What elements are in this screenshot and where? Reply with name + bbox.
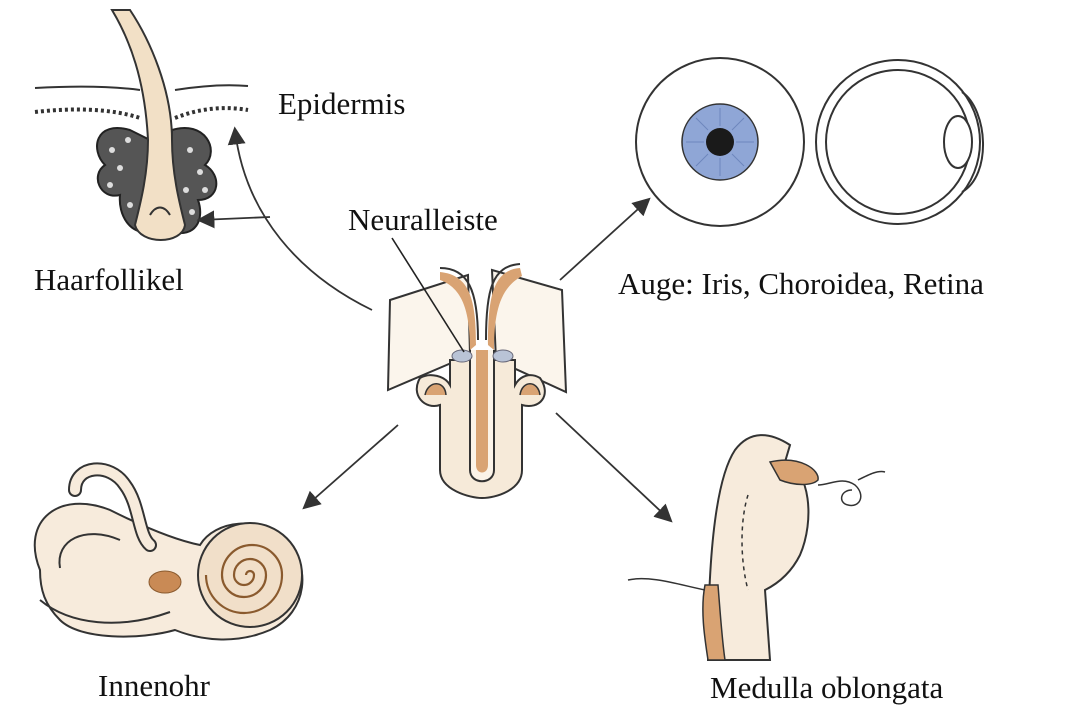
- label-neuralleiste: Neuralleiste: [348, 204, 498, 235]
- eye-illustration: [636, 58, 983, 226]
- hair-follicle-illustration: [35, 10, 248, 240]
- label-medulla: Medulla oblongata: [710, 672, 943, 703]
- label-auge: Auge: Iris, Choroidea, Retina: [618, 268, 984, 299]
- arrow-to-medulla: [556, 413, 670, 520]
- label-haarfollikel: Haarfollikel: [34, 264, 184, 295]
- arrow-to-haarfollikel: [200, 217, 270, 220]
- arrow-to-innenohr: [305, 425, 398, 507]
- inner-ear-illustration: [35, 469, 303, 639]
- label-innenohr: Innenohr: [98, 670, 210, 701]
- medulla-illustration: [628, 435, 885, 660]
- neural-tube-illustration: [388, 238, 566, 498]
- label-epidermis: Epidermis: [278, 88, 405, 119]
